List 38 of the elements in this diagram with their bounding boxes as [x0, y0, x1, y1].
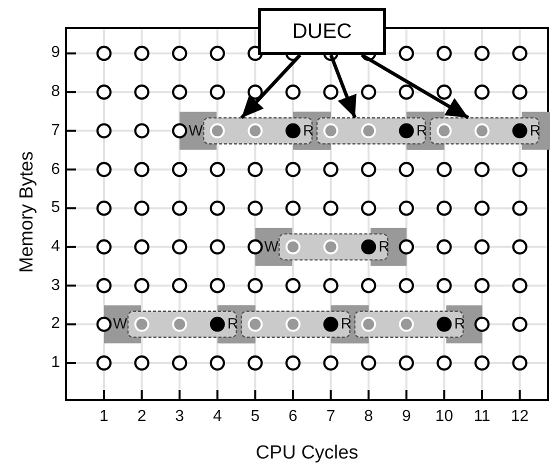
tick-label: 3 — [175, 409, 184, 425]
tick-label: 6 — [288, 409, 298, 425]
arrow — [329, 54, 357, 118]
axis-title: Memory Bytes — [18, 151, 36, 273]
tick-label: 5 — [250, 409, 260, 425]
access-letter: R — [530, 123, 541, 138]
tick-label: 5 — [51, 200, 60, 216]
tick-label: 11 — [474, 409, 490, 425]
tick-label: 7 — [51, 122, 60, 139]
callout-box — [258, 8, 386, 55]
access-letter: R — [227, 316, 238, 332]
tick-label: 8 — [364, 409, 374, 425]
tick-label: 8 — [51, 84, 60, 100]
arrow — [360, 54, 470, 120]
axis-title: CPU Cycles — [256, 444, 358, 462]
tick-label: 12 — [510, 409, 529, 425]
tick-label: 2 — [137, 409, 146, 425]
tick-label: 3 — [51, 278, 60, 294]
tick-label: 10 — [435, 409, 454, 425]
tick-label: 2 — [51, 316, 60, 332]
tick-label: 6 — [51, 162, 60, 178]
tick-label: 9 — [402, 409, 411, 425]
tick-label: 9 — [51, 45, 60, 62]
tick-label: 4 — [51, 238, 60, 255]
access-letter: R — [416, 123, 428, 138]
tick-label: 4 — [212, 409, 222, 425]
tick-label: 7 — [326, 409, 336, 425]
access-letter: W — [264, 239, 278, 254]
access-letter: R — [303, 123, 314, 138]
access-letter: R — [454, 316, 466, 332]
access-letter: R — [378, 239, 390, 254]
arrow — [240, 54, 302, 119]
tick-label: 1 — [51, 355, 60, 371]
access-letter: R — [340, 316, 352, 332]
access-letter: W — [113, 316, 128, 332]
access-letter: W — [188, 123, 203, 138]
callout-text: DUEC — [292, 20, 352, 44]
tick-label: 1 — [100, 409, 108, 425]
